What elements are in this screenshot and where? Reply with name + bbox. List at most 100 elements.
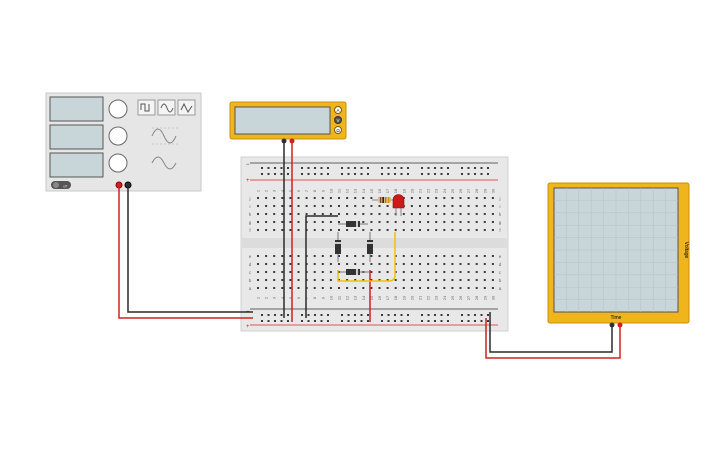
rail-hole[interactable] bbox=[360, 314, 363, 316]
rail-hole[interactable] bbox=[480, 173, 483, 175]
breadboard-hole[interactable] bbox=[297, 205, 300, 207]
breadboard-hole[interactable] bbox=[265, 221, 268, 223]
breadboard-hole[interactable] bbox=[435, 255, 438, 257]
breadboard-hole[interactable] bbox=[459, 205, 462, 207]
breadboard-hole[interactable] bbox=[467, 279, 470, 281]
breadboard-hole[interactable] bbox=[467, 197, 470, 199]
breadboard-hole[interactable] bbox=[459, 221, 462, 223]
breadboard-hole[interactable] bbox=[354, 205, 357, 207]
diode-bottom[interactable] bbox=[338, 269, 370, 275]
breadboard-hole[interactable] bbox=[289, 255, 292, 257]
rail-hole[interactable] bbox=[314, 320, 316, 322]
breadboard-hole[interactable] bbox=[483, 213, 486, 215]
breadboard-hole[interactable] bbox=[265, 279, 268, 281]
rail-hole[interactable] bbox=[407, 314, 409, 316]
breadboard-hole[interactable] bbox=[329, 229, 332, 231]
breadboard-hole[interactable] bbox=[410, 263, 413, 265]
multimeter[interactable]: A V Ω bbox=[229, 101, 347, 144]
breadboard-hole[interactable] bbox=[410, 279, 413, 281]
rail-hole[interactable] bbox=[387, 167, 390, 169]
breadboard-hole[interactable] bbox=[443, 221, 446, 223]
breadboard-hole[interactable] bbox=[265, 271, 268, 273]
breadboard-hole[interactable] bbox=[329, 205, 332, 207]
breadboard-hole[interactable] bbox=[410, 213, 413, 215]
breadboard-hole[interactable] bbox=[289, 197, 292, 199]
breadboard-hole[interactable] bbox=[491, 279, 494, 281]
rail-hole[interactable] bbox=[407, 167, 409, 169]
breadboard-hole[interactable] bbox=[265, 229, 268, 231]
breadboard-hole[interactable] bbox=[386, 213, 389, 215]
rail-hole[interactable] bbox=[367, 320, 369, 322]
oscilloscope-positive-wire[interactable] bbox=[485, 318, 621, 359]
breadboard-hole[interactable] bbox=[354, 229, 357, 231]
rail-hole[interactable] bbox=[327, 173, 329, 175]
breadboard-hole[interactable] bbox=[419, 279, 421, 281]
breadboard-hole[interactable] bbox=[362, 205, 365, 207]
rail-hole[interactable] bbox=[354, 167, 356, 169]
breadboard-hole[interactable] bbox=[354, 263, 357, 265]
breadboard-hole[interactable] bbox=[394, 287, 397, 289]
breadboard-hole[interactable] bbox=[257, 279, 259, 281]
breadboard-hole[interactable] bbox=[475, 213, 478, 215]
rail-hole[interactable] bbox=[347, 314, 350, 316]
rail-hole[interactable] bbox=[394, 320, 396, 322]
breadboard-hole[interactable] bbox=[386, 263, 389, 265]
rail-hole[interactable] bbox=[400, 320, 403, 322]
rail-hole[interactable] bbox=[407, 320, 409, 322]
rail-hole[interactable] bbox=[301, 320, 303, 322]
breadboard-hole[interactable] bbox=[281, 263, 284, 265]
breadboard-hole[interactable] bbox=[370, 279, 373, 281]
power-switch[interactable]: off bbox=[51, 181, 71, 189]
breadboard-hole[interactable] bbox=[378, 221, 381, 223]
breadboard-hole[interactable] bbox=[354, 197, 357, 199]
rail-hole[interactable] bbox=[400, 314, 403, 316]
amplitude-knob[interactable] bbox=[108, 126, 128, 146]
breadboard-hole[interactable] bbox=[427, 221, 430, 223]
rail-hole[interactable] bbox=[474, 320, 476, 322]
rail-hole[interactable] bbox=[400, 173, 403, 175]
rail-hole[interactable] bbox=[434, 314, 436, 316]
rail-hole[interactable] bbox=[287, 173, 289, 175]
breadboard-hole[interactable] bbox=[370, 229, 373, 231]
breadboard-hole[interactable] bbox=[443, 213, 446, 215]
rail-hole[interactable] bbox=[421, 314, 423, 316]
rail-hole[interactable] bbox=[360, 173, 363, 175]
breadboard-hole[interactable] bbox=[459, 255, 462, 257]
breadboard-hole[interactable] bbox=[491, 287, 494, 289]
breadboard-hole[interactable] bbox=[459, 263, 462, 265]
multimeter-mode-buttons[interactable]: A V Ω bbox=[334, 106, 342, 134]
rail-hole[interactable] bbox=[367, 173, 369, 175]
breadboard-hole[interactable] bbox=[386, 229, 389, 231]
breadboard-hole[interactable] bbox=[443, 205, 446, 207]
breadboard-hole[interactable] bbox=[313, 263, 316, 265]
rail-hole[interactable] bbox=[421, 173, 423, 175]
breadboard-hole[interactable] bbox=[443, 287, 446, 289]
breadboard-hole[interactable] bbox=[475, 197, 478, 199]
breadboard-hole[interactable] bbox=[483, 287, 486, 289]
breadboard-hole[interactable] bbox=[329, 279, 332, 281]
breadboard-hole[interactable] bbox=[410, 205, 413, 207]
rail-hole[interactable] bbox=[387, 314, 390, 316]
diode-top[interactable] bbox=[338, 221, 368, 227]
breadboard-hole[interactable] bbox=[289, 287, 292, 289]
rail-hole[interactable] bbox=[341, 167, 343, 169]
breadboard-hole[interactable] bbox=[257, 205, 259, 207]
breadboard-hole[interactable] bbox=[297, 279, 300, 281]
rail-hole[interactable] bbox=[307, 173, 310, 175]
breadboard-hole[interactable] bbox=[338, 255, 340, 257]
breadboard-hole[interactable] bbox=[394, 279, 397, 281]
breadboard-hole[interactable] bbox=[435, 213, 438, 215]
breadboard-hole[interactable] bbox=[483, 229, 486, 231]
breadboard-hole[interactable] bbox=[329, 255, 332, 257]
rail-hole[interactable] bbox=[301, 314, 303, 316]
breadboard-hole[interactable] bbox=[394, 229, 397, 231]
led[interactable] bbox=[392, 194, 405, 217]
rail-hole[interactable] bbox=[354, 320, 356, 322]
rail-hole[interactable] bbox=[394, 167, 396, 169]
breadboard-hole[interactable] bbox=[297, 271, 300, 273]
resistor[interactable] bbox=[372, 197, 396, 203]
rail-hole[interactable] bbox=[381, 167, 383, 169]
breadboard-hole[interactable] bbox=[346, 197, 349, 199]
rail-hole[interactable] bbox=[427, 167, 430, 169]
breadboard-hole[interactable] bbox=[402, 263, 405, 265]
